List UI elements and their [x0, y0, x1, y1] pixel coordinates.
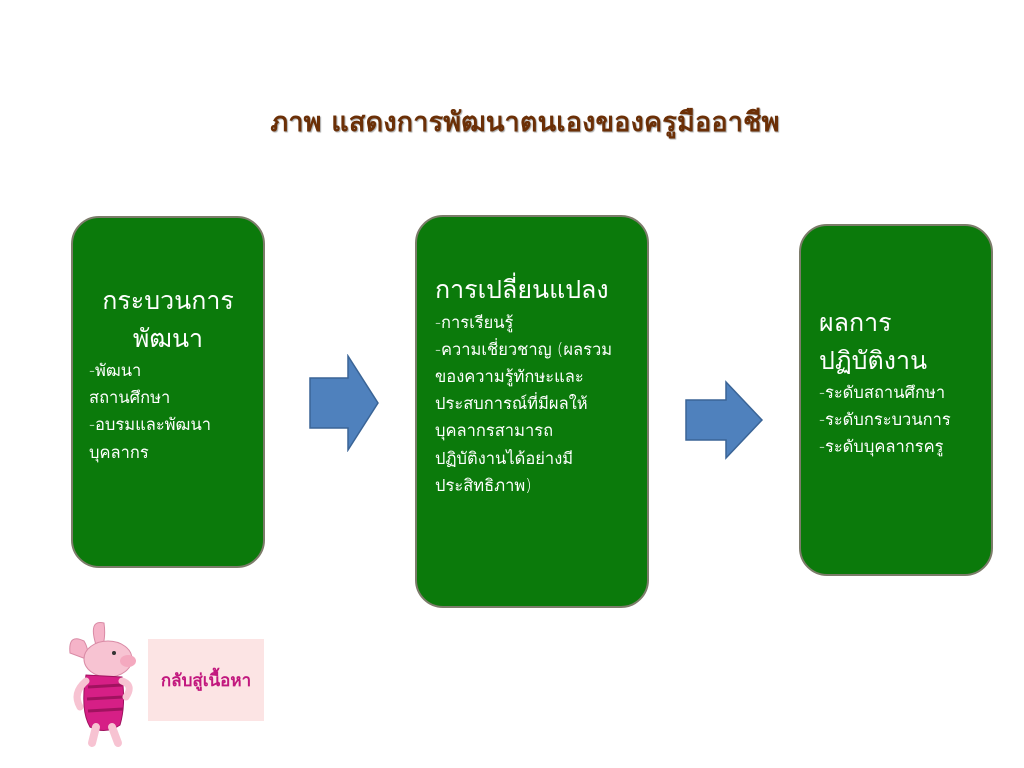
box-item: ของความรู้ทักษะและ [435, 366, 584, 386]
box-item: -อบรมและพัฒนา [89, 415, 212, 435]
box-item: -ระดับสถานศึกษา [819, 383, 946, 402]
box-item: บุคลากร [89, 442, 149, 462]
box-heading-line: การเปลี่ยนแปลง [435, 275, 609, 304]
page-title: ภาพ แสดงการพัฒนาตนเองของครูมืออาชีพ [270, 107, 780, 138]
box-item: -พัฒนา [89, 361, 142, 380]
box-performance-result: ผลการ ปฏิบัติงาน -ระดับสถานศึกษา -ระดับก… [799, 224, 993, 576]
box-heading-line: ผลการ [819, 308, 892, 337]
box-heading-line: พัฒนา [132, 323, 204, 353]
box-heading-line: ปฏิบัติงาน [819, 345, 928, 375]
box-item: สถานศึกษา [89, 388, 171, 408]
box-heading-line: กระบวนการ [102, 286, 234, 315]
box-item: บุคลากรสามารถ [435, 421, 554, 441]
back-to-content-button[interactable]: กลับสู่เนื้อหา [148, 639, 264, 721]
box-development-process: กระบวนการ พัฒนา -พัฒนา สถานศึกษา -อบรมแล… [71, 216, 265, 568]
box-item: -ระดับบุคลากรครู [819, 437, 944, 457]
box-item: ประสบการณ์ที่มีผลให้ [435, 394, 588, 414]
box-item: ปฏิบัติงานได้อย่างมี [435, 448, 574, 468]
box-item: -การเรียนรู้ [435, 312, 514, 332]
box-change: การเปลี่ยนแปลง -การเรียนรู้ -ความเชี่ยวช… [415, 215, 649, 608]
box-item: -ความเชี่ยวชาญ (ผลรวม [435, 339, 613, 359]
piglet-character-icon [69, 621, 136, 747]
box-item: -ระดับกระบวนการ [819, 410, 951, 430]
right-arrow-icon [685, 380, 764, 460]
box-item: ประสิทธิภาพ) [435, 475, 532, 495]
right-arrow-icon [309, 354, 379, 452]
